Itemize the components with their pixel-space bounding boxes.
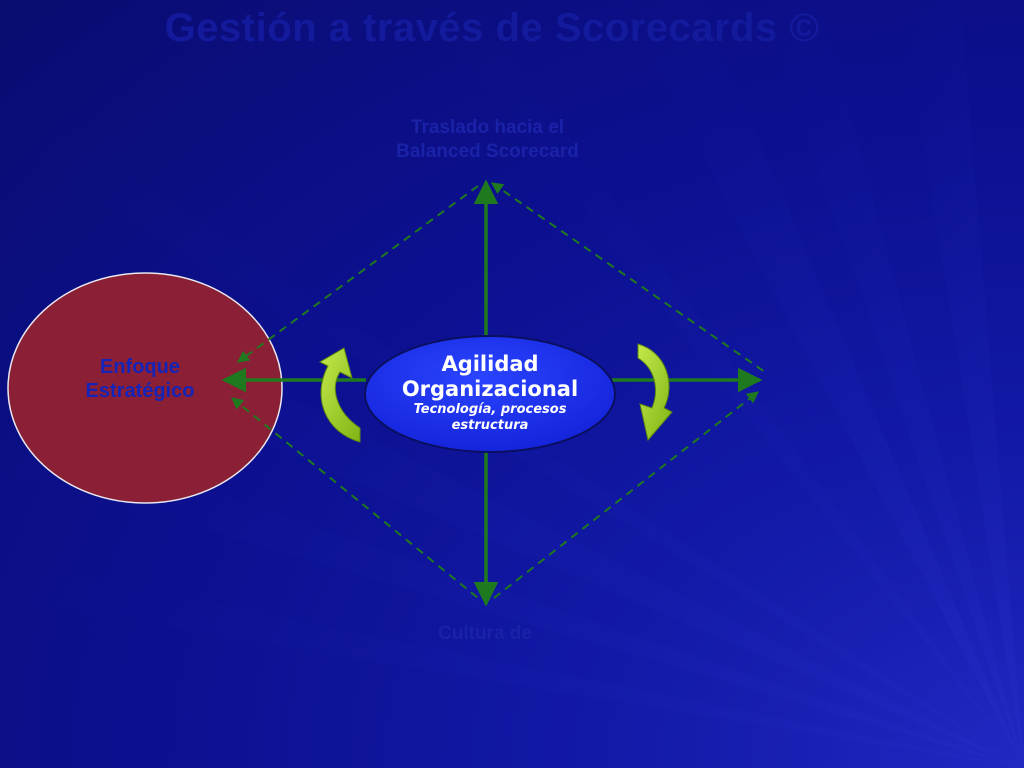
center-node-title-line1: Agilidad <box>441 352 539 376</box>
curved-arrow-left <box>318 347 361 443</box>
dashed-arrow-bottom-left <box>231 397 479 599</box>
center-node-label: Agilidad Organizacional Tecnología, proc… <box>365 352 615 434</box>
center-node-subtitle-line2: estructura <box>451 418 529 433</box>
left-node-label: Enfoque Estratégico <box>30 355 250 403</box>
center-node-subtitle-line1: Tecnología, procesos <box>413 402 567 417</box>
top-node-label-line1: Traslado hacia el <box>410 117 565 138</box>
top-node-label-line2: Balanced Scorecard <box>396 141 579 162</box>
left-node-label-line2: Estratégico <box>85 380 195 402</box>
center-node-title-line2: Organizacional <box>401 377 579 401</box>
bottom-node-label: Cultura de <box>438 623 532 644</box>
left-node-ellipse <box>7 272 283 504</box>
left-node-label-line1: Enfoque <box>100 356 180 378</box>
top-node-label: Traslado hacia el Balanced Scorecard <box>360 116 615 164</box>
curved-arrow-right <box>637 343 673 442</box>
center-node-ellipse <box>364 335 616 453</box>
dashed-arrow-top-left <box>237 185 479 363</box>
slide-title: Gestión a través de Scorecards © <box>164 6 820 50</box>
